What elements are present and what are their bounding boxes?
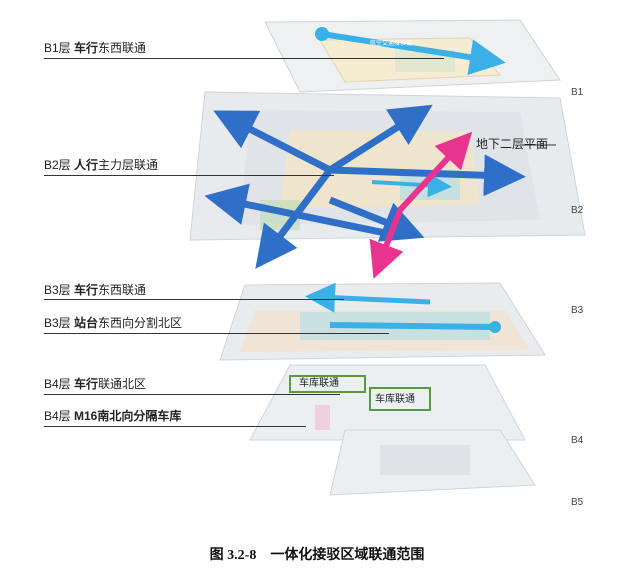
- b1-plate: 航空交通接驳链: [264, 19, 561, 93]
- floor-tag-b2: B2: [571, 205, 584, 216]
- figure-caption: 图 3.2-8 一体化接驳区域联通范围: [0, 544, 634, 564]
- annotation-b2-plan: 地下二层平面: [476, 137, 549, 151]
- b2-arrow-w: [204, 183, 396, 239]
- b3-arrow-west: [305, 282, 431, 313]
- leader-b4-garage: [44, 426, 306, 427]
- b3-arrow-east: [329, 322, 493, 330]
- leader-b3-vehicle: [44, 299, 344, 300]
- leader-b3-platform: [44, 333, 389, 334]
- label-b2: B2层 人行主力层联通: [44, 158, 159, 172]
- leader-b2: [44, 175, 334, 176]
- floor-tag-b1: B1: [571, 87, 584, 98]
- leader-b1: [44, 58, 444, 59]
- svg-text:航空交通接驳链: 航空交通接驳链: [370, 39, 412, 47]
- label-b3-platform: B3层 站台东西向分割北区: [44, 316, 183, 330]
- floor-tag-b3: B3: [571, 305, 584, 316]
- b2-arrow-pink-up: [397, 131, 473, 213]
- floor-stack-illustration: 航空交通接驳链: [189, 19, 586, 496]
- figure-number: 图 3.2-8: [209, 548, 257, 563]
- figure-title: 一体化接驳区域联通范围: [270, 548, 425, 563]
- floor-tag-b5: B5: [571, 497, 584, 508]
- b4-plate: [249, 364, 526, 441]
- b2-arrow-ne: [328, 104, 433, 173]
- label-b4-garage: B4层 M16南北向分隔车库: [44, 409, 182, 423]
- b2-arrow-sw: [255, 167, 333, 269]
- b1-arrow: [321, 31, 506, 75]
- b2-arrow-cyan: [371, 173, 452, 198]
- b2-arrow-se: [329, 154, 526, 197]
- b2-arrow-pink-down: [369, 208, 404, 279]
- b2-plate: [189, 91, 586, 279]
- b3-plate: [219, 282, 546, 361]
- leader-b4-vehicle: [44, 394, 340, 395]
- label-b1: B1层 车行东西联通: [44, 41, 147, 55]
- annotation-garage-link-2: 车库联通: [375, 394, 415, 405]
- annotation-garage-link-1: 车库联通: [299, 378, 339, 389]
- label-b3-vehicle: B3层 车行东西联通: [44, 283, 147, 297]
- floor-tag-b4: B4: [571, 435, 584, 446]
- b5-plate: [329, 429, 536, 496]
- b2-arrow-nw: [213, 110, 332, 174]
- label-b4-vehicle: B4层 车行联通北区: [44, 377, 147, 391]
